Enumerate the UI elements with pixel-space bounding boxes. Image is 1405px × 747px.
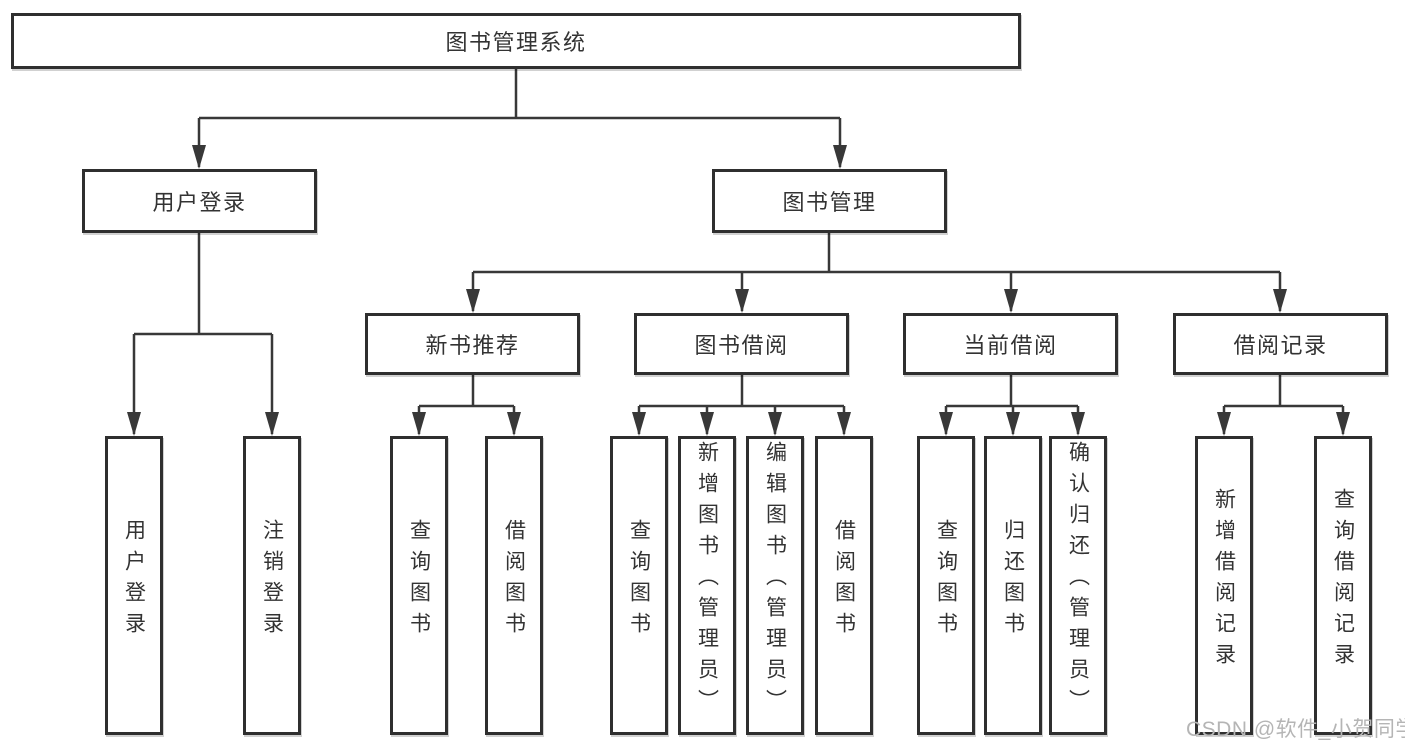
node-library-management-system: 图书管理系统 — [11, 13, 1021, 69]
node-label: 借阅图书 — [832, 518, 856, 643]
node-label: 编辑图书（管理员） — [763, 441, 787, 720]
leaf-confirm-return-admin: 确认归还（管理员） — [1049, 436, 1107, 735]
node-label: 归还图书 — [1001, 518, 1025, 643]
leaf-borrow-books: 借阅图书 — [815, 436, 873, 735]
node-label: 查询图书 — [407, 518, 431, 643]
node-label: 注销登录 — [260, 518, 284, 643]
node-label: 新书推荐 — [425, 333, 520, 358]
connector-lines — [132, 68, 1345, 434]
leaf-add-borrow-record: 新增借阅记录 — [1195, 436, 1253, 735]
node-new-book-recommendation: 新书推荐 — [365, 313, 580, 375]
node-label: 用户登录 — [122, 518, 146, 643]
leaf-query-books-borrow: 查询图书 — [610, 436, 668, 735]
csdn-watermark: CSDN @软件_小贺同学 — [1186, 718, 1405, 741]
node-current-borrowing: 当前借阅 — [903, 313, 1118, 375]
node-label: 图书管理 — [782, 190, 877, 215]
node-label: 查询图书 — [627, 518, 651, 643]
node-label: 新增借阅记录 — [1212, 487, 1236, 674]
node-label: 图书管理系统 — [445, 30, 587, 55]
node-book-management: 图书管理 — [712, 169, 947, 233]
node-label: 当前借阅 — [963, 333, 1058, 358]
node-label: 用户登录 — [152, 190, 247, 215]
leaf-borrow-books-recommend: 借阅图书 — [485, 436, 543, 735]
node-user-login: 用户登录 — [82, 169, 317, 233]
node-book-borrowing: 图书借阅 — [634, 313, 849, 375]
node-label: 确认归还（管理员） — [1066, 441, 1090, 720]
node-borrowing-records: 借阅记录 — [1173, 313, 1388, 375]
leaf-user-login: 用户登录 — [105, 436, 163, 735]
node-label: 查询图书 — [934, 518, 958, 643]
leaf-query-borrow-record: 查询借阅记录 — [1314, 436, 1372, 735]
leaf-query-books-current: 查询图书 — [917, 436, 975, 735]
leaf-query-books-recommend: 查询图书 — [390, 436, 448, 735]
node-label: 图书借阅 — [694, 333, 789, 358]
node-label: 借阅记录 — [1233, 333, 1328, 358]
arrow-down-icons — [127, 145, 1350, 436]
node-label: 借阅图书 — [502, 518, 526, 643]
node-label: 查询借阅记录 — [1331, 487, 1355, 674]
leaf-logout: 注销登录 — [243, 436, 301, 735]
leaf-add-books-admin: 新增图书（管理员） — [678, 436, 736, 735]
leaf-edit-books-admin: 编辑图书（管理员） — [746, 436, 804, 735]
node-label: 新增图书（管理员） — [695, 441, 719, 720]
leaf-return-books: 归还图书 — [984, 436, 1042, 735]
